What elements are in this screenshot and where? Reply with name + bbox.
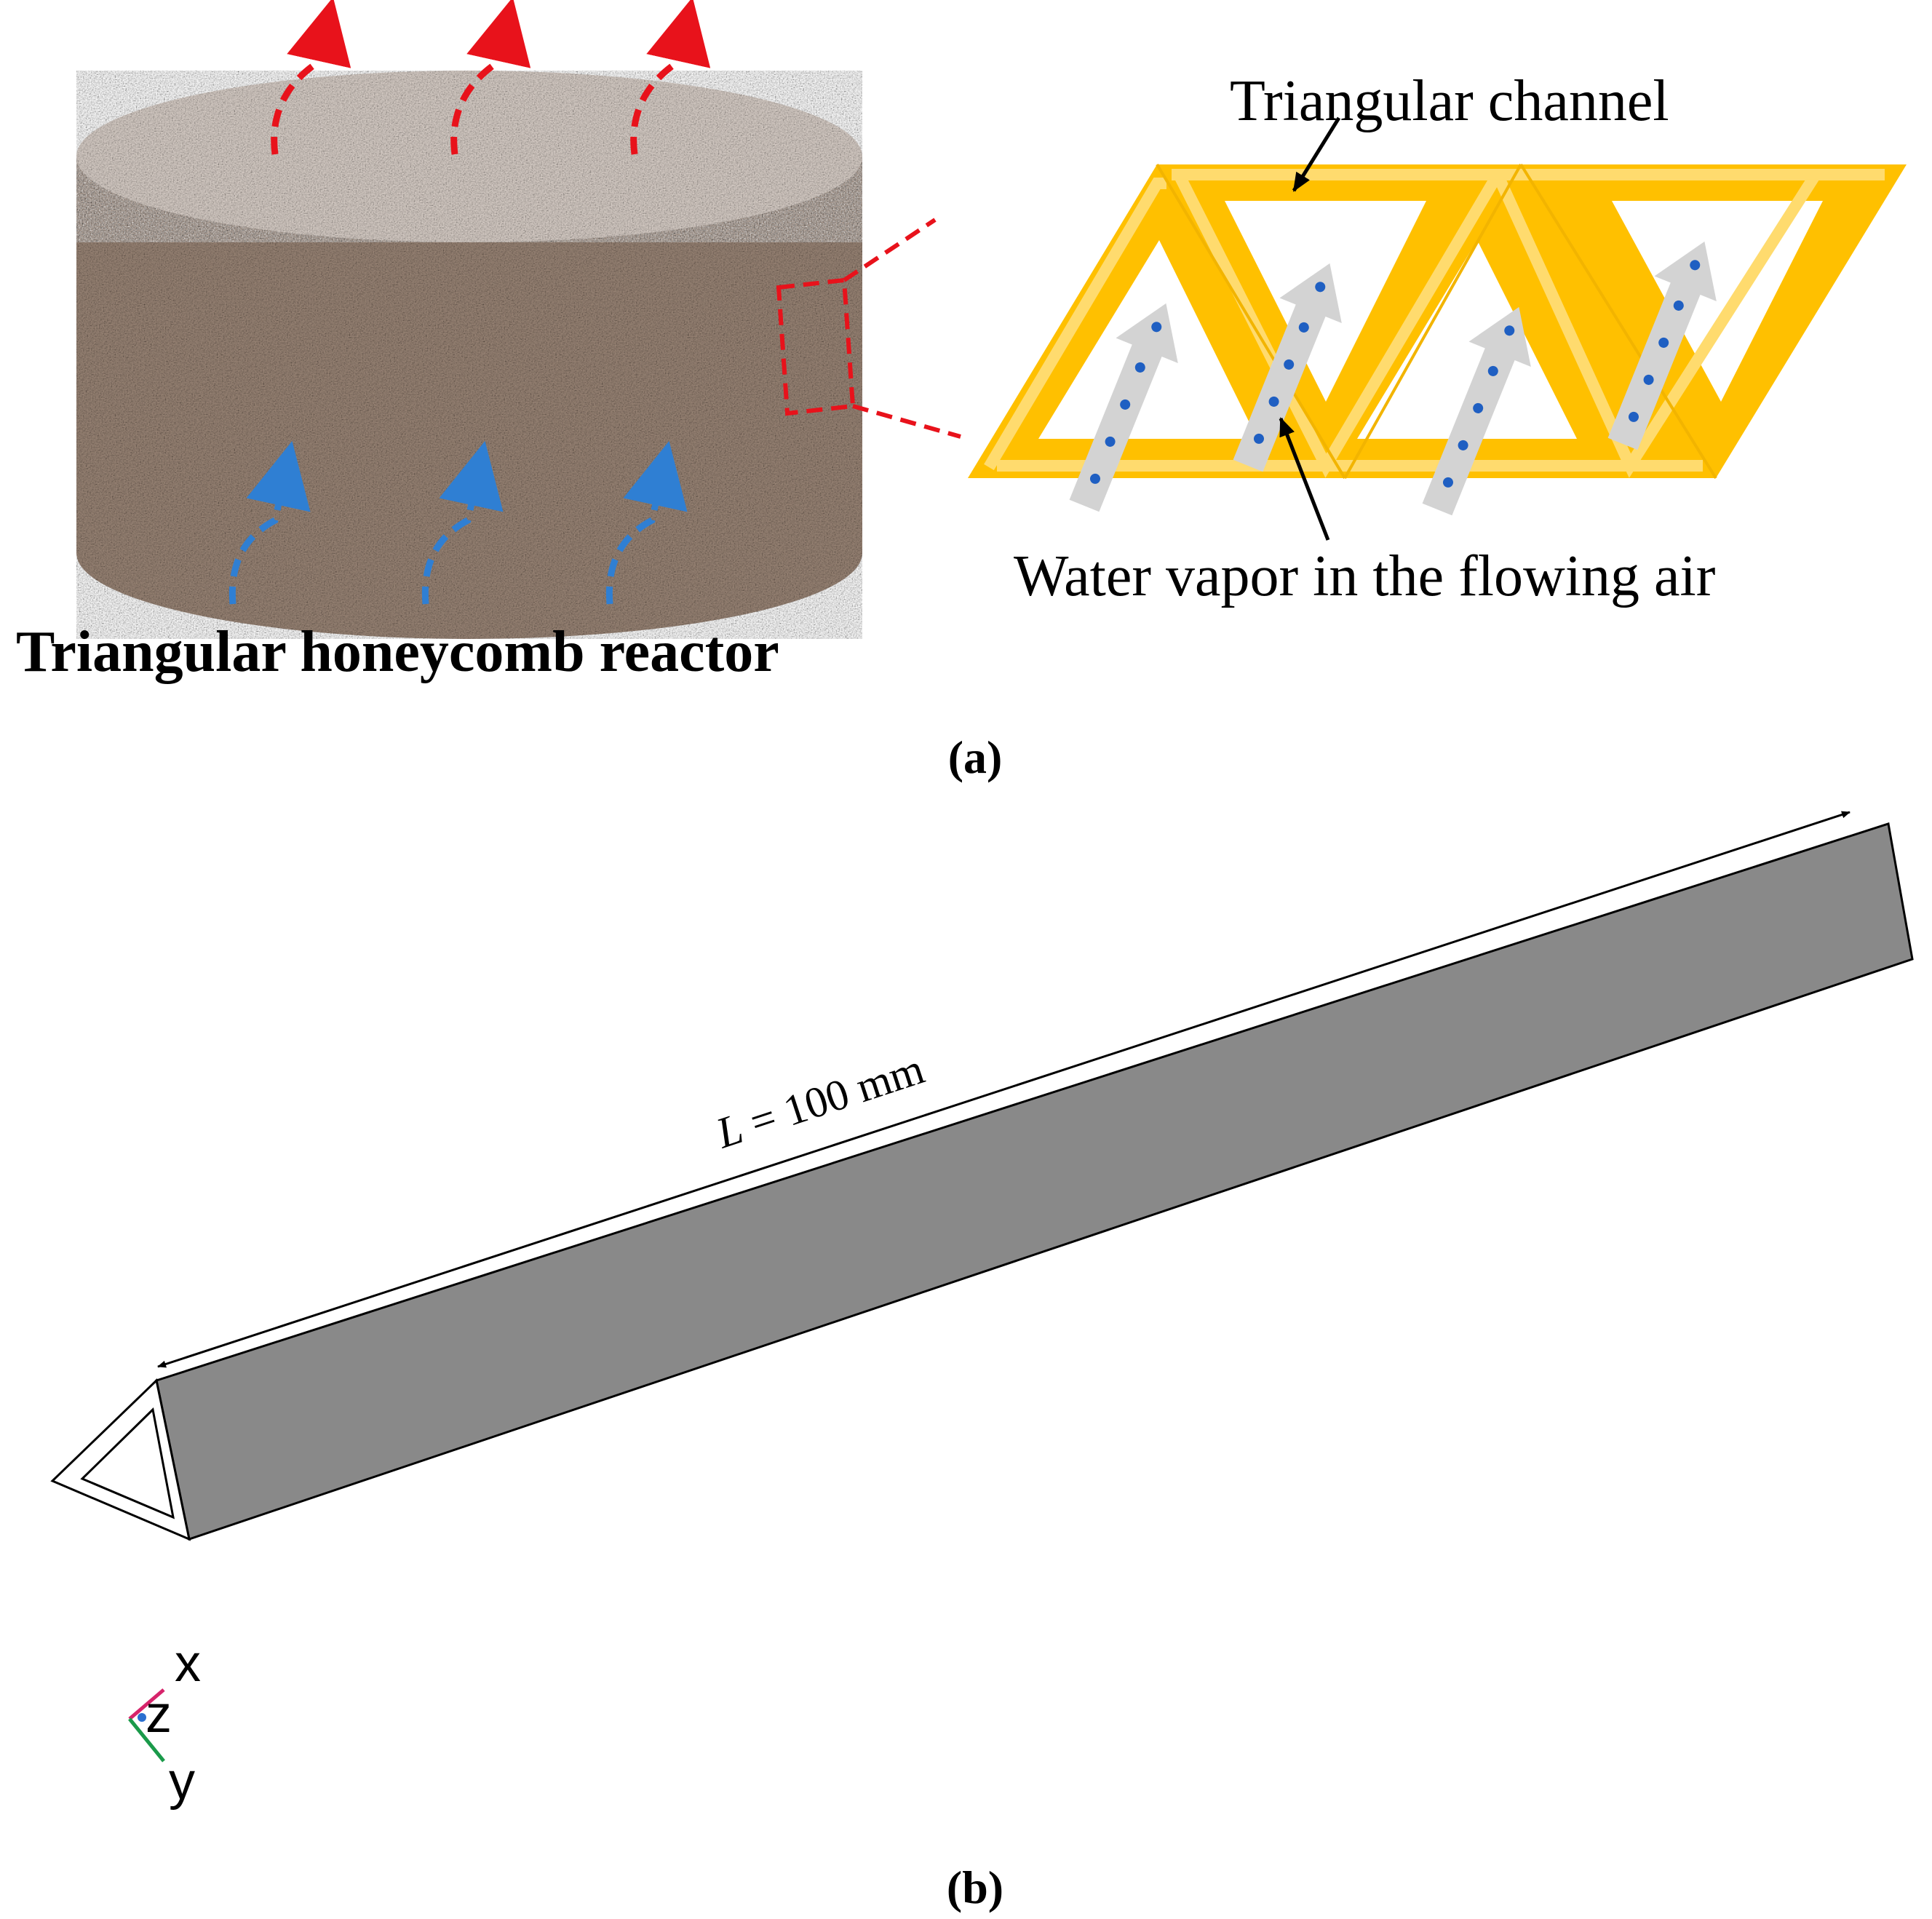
axis-y-label: y <box>169 1752 195 1811</box>
reactor-top <box>76 71 862 242</box>
inflow-arrows <box>228 441 688 605</box>
vapor-arrow-2 <box>1233 263 1342 472</box>
inflow-arrow-3 <box>605 441 688 605</box>
length-label-value: = 100 mm <box>734 1044 930 1150</box>
length-dimension-arrow <box>157 811 1850 1368</box>
zoom-box <box>776 277 856 416</box>
zoom-line-bottom <box>852 404 961 439</box>
caption-b: (b) <box>947 1862 1003 1913</box>
vapor-arrow-4 <box>1607 241 1717 450</box>
axis-z-dot <box>138 1713 146 1722</box>
reactor-illustration <box>76 71 862 639</box>
outflow-arrows <box>271 0 711 155</box>
vapor-arrow-1 <box>1069 303 1178 512</box>
axis-x-label: x <box>175 1634 201 1693</box>
channel-label: Triangular channel <box>1230 69 1669 133</box>
reactor-label: Triangular honeycomb reactor <box>16 620 779 684</box>
channel-label-pointer <box>1292 116 1341 192</box>
outflow-arrow-2 <box>450 0 531 155</box>
vapor-label: Water vapor in the flowing air <box>1014 544 1715 608</box>
outflow-arrow-1 <box>271 0 351 155</box>
channel-side-face <box>155 822 1914 1541</box>
inflow-arrow-2 <box>421 441 504 605</box>
inflow-arrow-1 <box>228 441 311 605</box>
channel-3d-model <box>50 822 1914 1541</box>
axis-triad: x z y <box>128 1634 201 1811</box>
axis-x-line <box>128 1688 165 1720</box>
zoom-line-top <box>843 218 937 282</box>
vapor-arrows <box>1069 241 1717 516</box>
caption-a: (a) <box>948 731 1003 783</box>
vapor-label-pointer <box>1279 417 1330 541</box>
channel-end-face-inner <box>80 1407 175 1519</box>
axis-z-label: z <box>146 1685 172 1744</box>
axis-y-line <box>128 1717 165 1763</box>
channel-wall-lines <box>1156 163 1717 480</box>
vapor-arrow-3 <box>1422 306 1531 516</box>
outflow-arrow-3 <box>630 0 711 155</box>
zoom-indicator <box>776 218 961 439</box>
length-label: L = 100 mm <box>709 1044 929 1157</box>
